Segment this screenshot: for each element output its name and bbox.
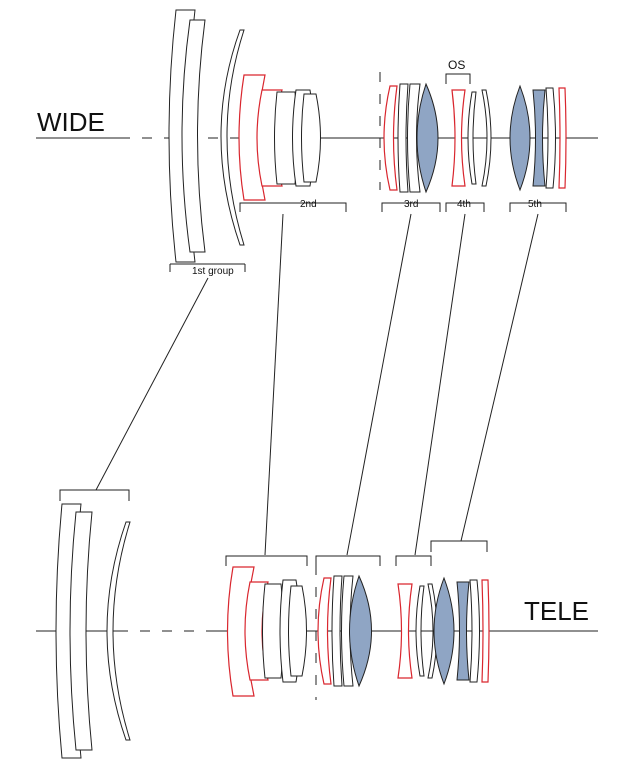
os-bracket <box>445 73 471 84</box>
wide-g4-bracket <box>445 202 485 212</box>
wide-g1-element-2 <box>181 19 206 253</box>
wide-g5-element-1 <box>509 84 531 192</box>
wide-g5-element-3 <box>545 87 556 189</box>
wide-group-4: OS 4th <box>445 58 492 212</box>
wide-g1-bracket <box>169 263 246 272</box>
wide-g2-label: 2nd <box>300 199 317 210</box>
tele-g4-element-3 <box>427 583 438 679</box>
wide-g2-element-5 <box>301 93 321 183</box>
tele-g4-bracket <box>395 555 432 566</box>
tele-g5-element-1 <box>433 576 455 686</box>
tele-g5-element-3 <box>469 579 480 683</box>
tele-label: TELE <box>524 596 589 626</box>
wide-g4-element-2 <box>467 91 477 185</box>
wide-g3-element-3 <box>407 83 421 193</box>
wide-g5-element-2 <box>532 89 546 187</box>
tele-g4-element-2 <box>415 585 425 677</box>
os-label: OS <box>448 58 465 72</box>
tele-g3-element-1 <box>317 577 332 685</box>
wide-g3-bracket <box>381 202 441 212</box>
wide-g4-label: 4th <box>457 199 471 210</box>
group-5-track <box>460 213 539 542</box>
tele-g1-element-2 <box>69 511 93 751</box>
group-1-track <box>95 277 209 491</box>
wide-group-5: 5th <box>509 84 567 212</box>
tele-g5-element-4 <box>481 579 490 683</box>
group-4-track <box>414 213 466 556</box>
tele-g1-bracket <box>59 489 130 501</box>
tele-g2-element-5 <box>288 585 307 677</box>
wide-g2-bracket <box>239 202 347 212</box>
wide-g3-element-2 <box>397 83 409 193</box>
wide-group-3: 3rd <box>381 82 441 212</box>
wide-label: WIDE <box>37 107 105 137</box>
wide-g4-element-3 <box>481 89 492 187</box>
group-3-track <box>346 213 412 556</box>
wide-g1-element-3 <box>220 29 245 246</box>
wide-g1-label: 1st group <box>192 266 234 277</box>
tele-g5-bracket <box>430 540 488 552</box>
tele-g3-bracket <box>315 555 381 566</box>
tele-group-2 <box>225 555 308 697</box>
group-2-track <box>264 213 284 556</box>
tele-g2-bracket <box>225 555 308 566</box>
tele-group-5 <box>430 540 490 686</box>
wide-g3-element-1 <box>383 85 398 191</box>
wide-g3-element-4 <box>416 82 439 194</box>
tele-g3-element-4 <box>349 574 372 688</box>
wide-group-2: 2nd <box>238 74 347 212</box>
tele-group-1 <box>55 489 131 759</box>
tele-configuration: TELE <box>36 489 598 759</box>
wide-g5-element-4 <box>558 87 567 189</box>
tele-g4-element-1 <box>397 583 413 679</box>
wide-g4-element-1 <box>451 89 466 187</box>
tele-g3-element-2 <box>331 575 343 687</box>
tele-g5-element-2 <box>456 581 470 681</box>
wide-g5-bracket <box>509 202 567 212</box>
wide-configuration: WIDE 1st group 2nd <box>36 9 598 277</box>
tele-group-4 <box>395 555 438 679</box>
tele-g3-element-3 <box>341 575 354 687</box>
tele-group-3 <box>315 555 381 688</box>
zoom-movement-lines <box>95 213 539 556</box>
wide-g3-label: 3rd <box>404 199 418 210</box>
wide-group-1: 1st group <box>168 9 246 277</box>
wide-g5-label: 5th <box>528 199 542 210</box>
tele-g1-element-3 <box>106 521 131 741</box>
